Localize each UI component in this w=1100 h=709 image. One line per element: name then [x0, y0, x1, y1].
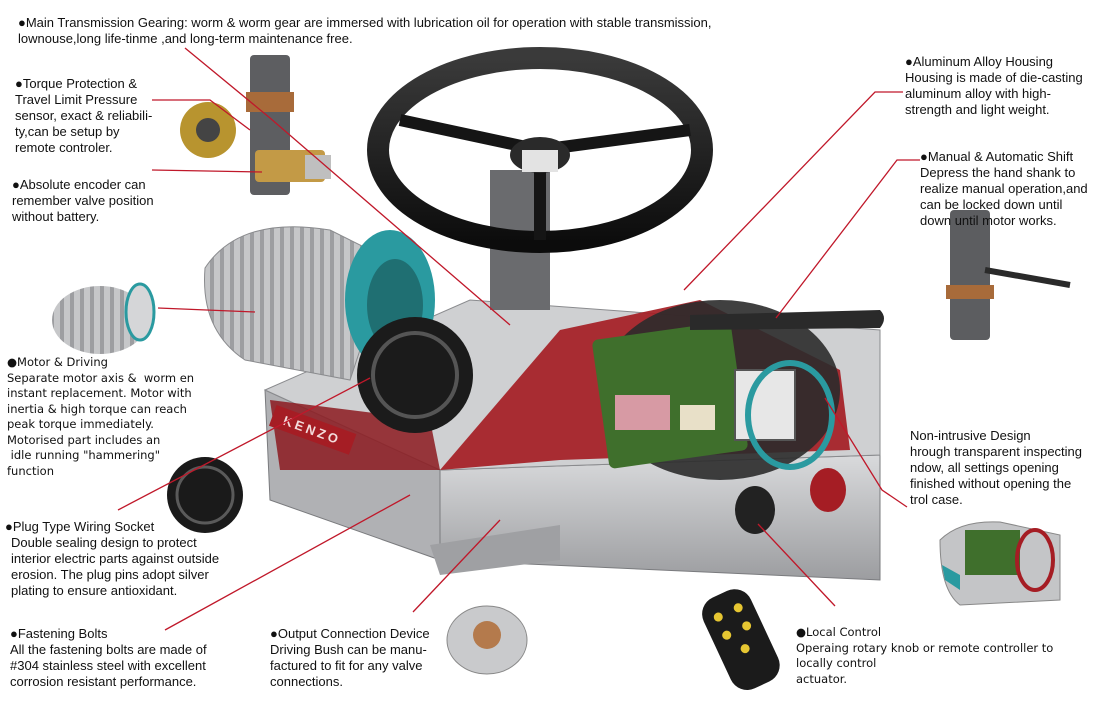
leader-local-control: [757, 523, 836, 607]
inset-torque-assembly: [180, 55, 331, 195]
plug-socket-ring: [175, 465, 235, 525]
motor-inset-face: [124, 282, 156, 342]
leader-motor: [157, 307, 256, 313]
remote-body: [702, 589, 780, 690]
annotation-motor-driving: ●Motor & Driving Separate motor axis & w…: [7, 355, 194, 479]
annotation-motor-driving-body: Separate motor axis & worm en instant re…: [7, 370, 195, 478]
remote-button-1: [713, 612, 723, 622]
inspection-inset-teal: [942, 565, 960, 590]
inspection-inset-window: [1015, 528, 1055, 592]
remote-button-3: [722, 630, 732, 640]
annotation-local-control: ●Local Control Operaing rotary knob or r…: [796, 625, 1053, 687]
annotation-plug-socket: ●Plug Type Wiring Socket Double sealing …: [5, 519, 219, 599]
inset-manual-shift: [946, 210, 1071, 340]
inspection-inset-pcb: [965, 530, 1020, 575]
annotation-motor-driving-title: ●Motor & Driving: [7, 355, 108, 369]
leader-non-intrusive: [824, 397, 908, 508]
handwheel-rim: [367, 47, 713, 253]
annotation-fastening-bolts-body: All the fastening bolts are made of #304…: [10, 642, 207, 689]
motor: [204, 226, 473, 433]
annotation-output-connection-body: Driving Bush can be manu- factured to fi…: [270, 642, 427, 689]
leader-manual-shift: [775, 159, 920, 319]
annotation-non-intrusive-title: Non-intrusive Design: [910, 428, 1031, 443]
local-knob-right: [810, 468, 846, 512]
leader-output: [412, 519, 501, 613]
remote-button-5: [740, 644, 750, 654]
shift-ring: [946, 285, 994, 299]
remote-button-4: [742, 621, 752, 631]
brand-plate: [268, 405, 357, 455]
torque-gear-center: [196, 118, 220, 142]
handwheel-cap: [522, 150, 558, 172]
inset-plug-socket: [167, 457, 243, 533]
remote-button-2: [733, 603, 743, 613]
annotation-torque-protection-body: Travel Limit Pressure sensor, exact & re…: [15, 92, 153, 155]
pcb-component-2: [680, 405, 715, 430]
inspection-window: [745, 360, 835, 470]
inset-output-bush: [446, 605, 528, 675]
annotation-non-intrusive-body: hrough transparent inspecting ndow, all …: [910, 444, 1083, 507]
inspection-frame: [734, 369, 796, 441]
output-bush-core: [473, 621, 501, 649]
shift-lever: [984, 267, 1071, 288]
leader-torque: [152, 99, 251, 131]
pcb-component: [615, 395, 670, 430]
handwheel: [367, 47, 713, 310]
annotation-main-transmission-title: ●Main Transmission Gearing: worm & worm …: [18, 15, 712, 30]
annotation-aluminum-housing-body: Housing is made of die-casting aluminum …: [905, 70, 1083, 117]
base-plate: [430, 525, 560, 575]
annotation-aluminum-housing-title: ●Aluminum Alloy Housing: [905, 54, 1054, 69]
annotation-manual-shift: ●Manual & Automatic Shift Depress the ha…: [920, 149, 1088, 229]
motor-inset-body: [52, 286, 148, 354]
leader-encoder: [151, 169, 263, 173]
annotation-absolute-encoder-title: ●Absolute encoder can: [12, 177, 146, 192]
annotation-torque-protection-title: ●Torque Protection &: [15, 76, 138, 91]
annotation-local-control-body: Operaing rotary knob or remote controlle…: [796, 640, 1054, 686]
annotation-main-transmission-body: lownouse,long life-tinme ,and long-term …: [18, 31, 353, 46]
torque-column-ring: [246, 92, 294, 112]
annotation-absolute-encoder-body: remember valve position without battery.: [12, 193, 154, 224]
leader-fastening: [164, 494, 411, 631]
inset-remote-controller: [702, 589, 780, 690]
leader-lines: [117, 47, 920, 631]
annotation-torque-protection: ●Torque Protection & Travel Limit Pressu…: [15, 76, 152, 156]
annotation-fastening-bolts: ●Fastening Bolts All the fastening bolts…: [10, 626, 207, 690]
inset-inspection-window: [939, 521, 1061, 606]
annotation-manual-shift-title: ●Manual & Automatic Shift: [920, 149, 1074, 164]
annotation-output-connection: ●Output Connection Device Driving Bush c…: [270, 626, 430, 690]
hand-shank: [690, 310, 884, 330]
annotation-local-control-title: ●Local Control: [796, 625, 882, 639]
wiring-socket-ring: [371, 331, 459, 419]
annotation-fastening-bolts-title: ●Fastening Bolts: [10, 626, 108, 641]
annotation-main-transmission: ●Main Transmission Gearing: worm & worm …: [18, 15, 712, 47]
inset-motor-unit: [52, 282, 156, 354]
annotation-manual-shift-body: Depress the hand shank to realize manual…: [920, 165, 1088, 228]
annotation-plug-socket-body: Double sealing design to protect interio…: [11, 535, 220, 598]
leader-aluminum: [683, 91, 903, 291]
shift-column: [950, 210, 990, 340]
leader-main-transmission: [184, 47, 511, 326]
annotation-absolute-encoder: ●Absolute encoder can remember valve pos…: [12, 177, 154, 225]
annotation-plug-socket-title: ●Plug Type Wiring Socket: [5, 519, 155, 534]
annotation-output-connection-title: ●Output Connection Device: [270, 626, 430, 641]
leader-plug: [117, 377, 371, 511]
local-knob-left: [735, 486, 775, 534]
annotation-non-intrusive: Non-intrusive Design hrough transparent …: [910, 428, 1082, 508]
annotation-aluminum-housing: ●Aluminum Alloy Housing Housing is made …: [905, 54, 1083, 118]
